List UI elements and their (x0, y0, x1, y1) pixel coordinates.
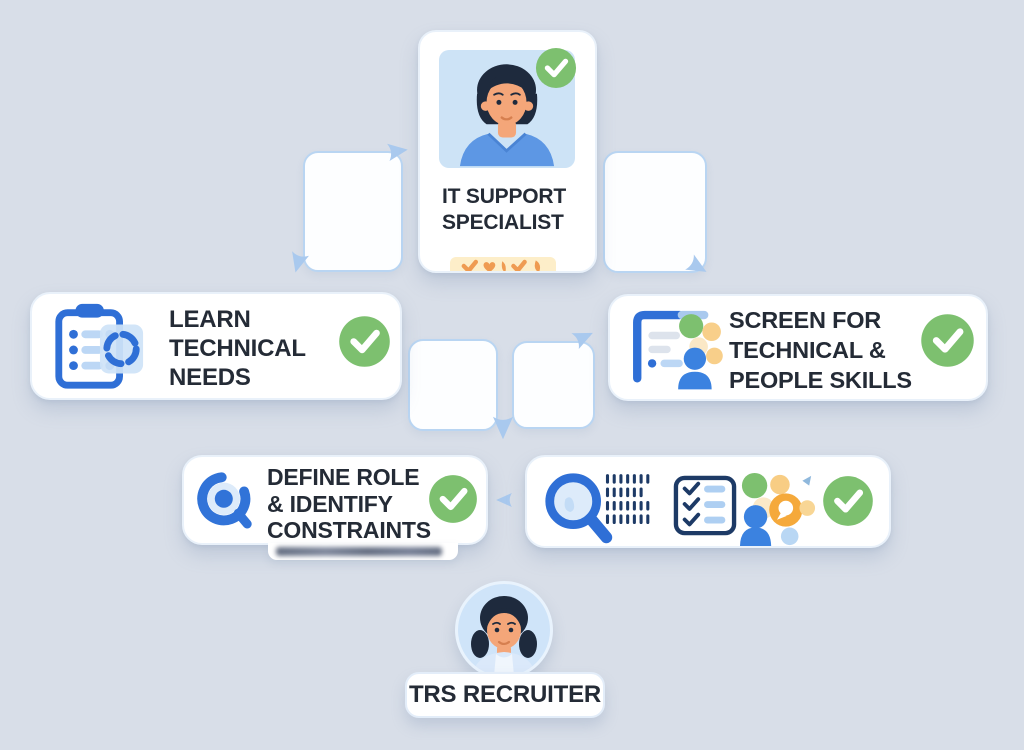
learn-line2: TECHNICAL (169, 335, 306, 362)
recruiter-label: TRS RECRUITER (408, 681, 602, 708)
connector-mid-right (512, 341, 595, 429)
step-card-screen-for-skills: SCREEN FOR TECHNICAL & PEOPLE SKILLS (608, 294, 988, 401)
check-circle-icon (921, 314, 974, 367)
target-scope-icon (197, 472, 252, 529)
arrowhead-to-screen-icon (685, 254, 707, 272)
arrowhead-to-goal-icon (387, 143, 408, 162)
male-candidate-avatar-icon (459, 64, 555, 167)
connector-top-left (303, 151, 403, 272)
define-line2: & IDENTIFY (267, 490, 393, 517)
arrowhead-down-icon (492, 416, 514, 440)
connector-top-right (603, 151, 707, 273)
ghost-label-bar (268, 543, 458, 560)
learn-card-title: LEARN TECHNICAL NEEDS (169, 305, 306, 392)
goal-title-line1: IT SUPPORT (442, 185, 567, 208)
define-card-title: DEFINE ROLE & IDENTIFY CONSTRAINTS (267, 464, 431, 543)
screen-line3: PEOPLE SKILLS (729, 367, 912, 393)
blurred-text-artifact (276, 547, 442, 556)
dash-grid-icon (605, 474, 650, 524)
screening-board-people-icon (633, 310, 723, 390)
goal-title-line2: SPECIALIST (442, 211, 564, 234)
approval-marks-icon (461, 259, 541, 271)
checklist-icon (673, 475, 737, 536)
arrowhead-to-learn-icon (292, 251, 309, 273)
screen-card-title: SCREEN FOR TECHNICAL & PEOPLE SKILLS (729, 305, 912, 395)
arrowhead-up-right-icon (571, 332, 593, 350)
check-circle-icon (429, 475, 477, 523)
define-line1: DEFINE ROLE (267, 464, 420, 490)
clipboard-sync-icon (55, 303, 144, 389)
check-circle-icon (339, 316, 390, 367)
goal-card-it-support-specialist: IT SUPPORT SPECIALIST (418, 30, 597, 273)
magnifier-icon (545, 473, 613, 544)
recruiter-label-pill: TRS RECRUITER (405, 672, 605, 718)
learn-line3: NEEDS (169, 364, 251, 391)
learn-line1: LEARN (169, 306, 251, 333)
screen-line1: SCREEN FOR (729, 307, 882, 333)
goal-card-title: IT SUPPORT SPECIALIST (442, 184, 566, 236)
arrowhead-to-define-icon (496, 493, 512, 507)
female-recruiter-avatar-icon (471, 596, 537, 676)
people-cluster-icon (740, 472, 816, 546)
step-card-source-search (525, 455, 891, 548)
define-line3: CONSTRAINTS (267, 517, 431, 543)
connector-mid-left (408, 339, 498, 431)
step-card-define-role: DEFINE ROLE & IDENTIFY CONSTRAINTS (182, 455, 488, 545)
recruiter-avatar (455, 581, 553, 679)
check-circle-icon (823, 476, 873, 526)
screen-line2: TECHNICAL & (729, 337, 886, 363)
step-card-learn-technical-needs: LEARN TECHNICAL NEEDS (30, 292, 402, 400)
approval-marks-strip (450, 257, 556, 271)
check-circle-icon (535, 47, 577, 89)
